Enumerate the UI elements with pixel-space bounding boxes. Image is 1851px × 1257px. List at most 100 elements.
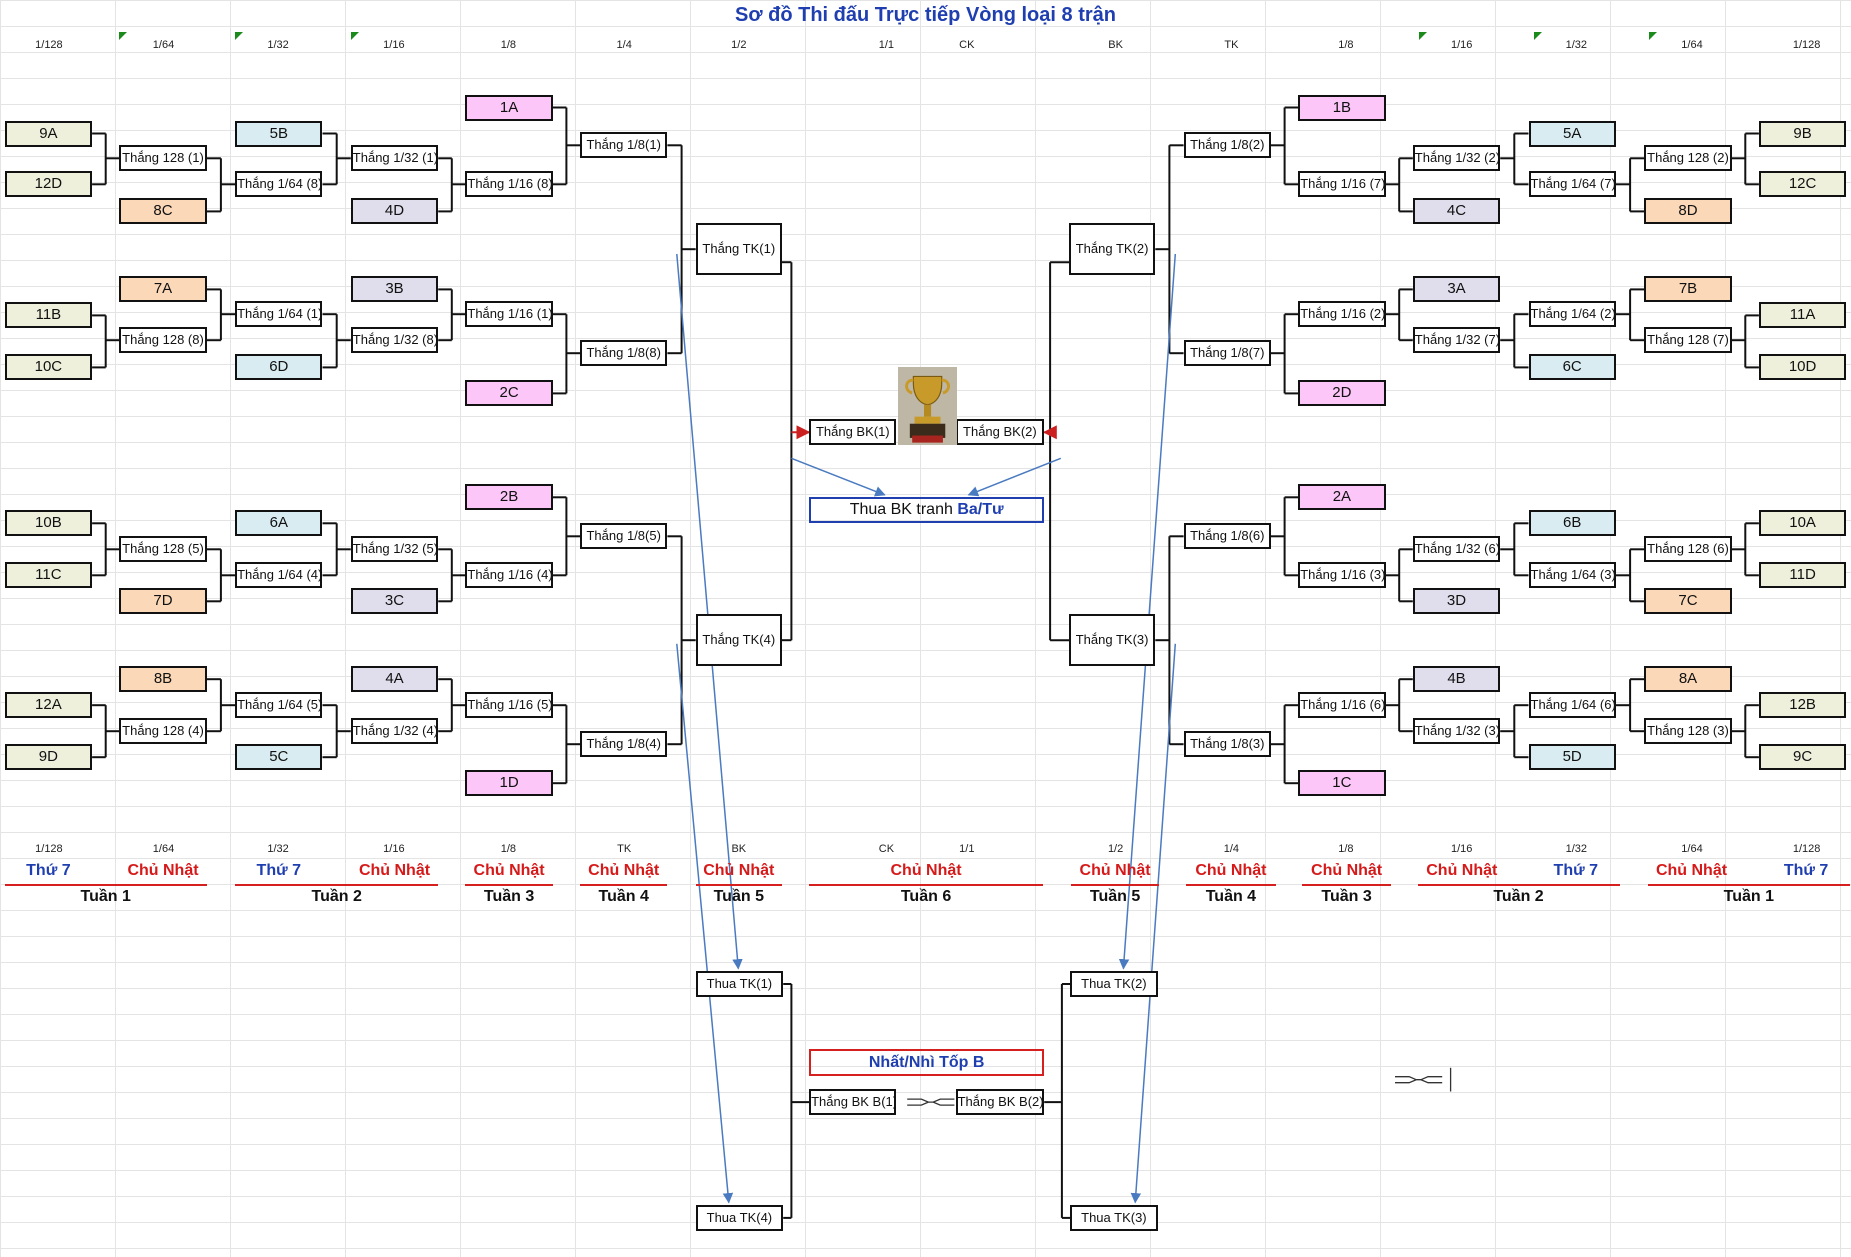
team-box-right[interactable]: 4B xyxy=(1412,666,1501,693)
winner-box-right[interactable]: Thắng 1/32 (6) xyxy=(1412,536,1501,563)
team-box-left[interactable]: 3C xyxy=(350,588,439,615)
winner-box-right[interactable]: Thắng 1/32 (2) xyxy=(1412,145,1501,172)
winner-box-left[interactable]: Thắng 1/8(4) xyxy=(580,731,668,758)
team-box-left[interactable]: 4A xyxy=(350,666,439,693)
team-box-right[interactable]: 12B xyxy=(1758,692,1847,719)
winner-box-right[interactable]: Thắng 1/16 (6) xyxy=(1298,692,1386,719)
winner-box-right[interactable]: Thắng 1/8(2) xyxy=(1183,132,1271,159)
winner-box-right[interactable]: Thắng 1/32 (7) xyxy=(1412,327,1501,354)
team-box-left[interactable]: 7A xyxy=(119,276,207,303)
team-box-right[interactable]: 5A xyxy=(1528,120,1616,147)
winner-box-left[interactable]: Thắng 1/64 (4) xyxy=(235,562,323,589)
team-box-left[interactable]: 9A xyxy=(4,120,93,147)
tk-winner-box-right[interactable]: Thắng TK(2) xyxy=(1069,223,1156,276)
winner-box-right[interactable]: Thắng 1/64 (3) xyxy=(1528,562,1616,589)
tk-loser-box[interactable]: Thua TK(1) xyxy=(695,971,784,997)
team-box-right[interactable]: 9B xyxy=(1758,120,1847,147)
team-box-right[interactable]: 8D xyxy=(1644,198,1732,225)
team-box-right[interactable]: 10A xyxy=(1758,510,1847,537)
winner-box-right[interactable]: Thắng 1/64 (2) xyxy=(1528,301,1616,328)
team-box-right[interactable]: 1C xyxy=(1298,770,1386,797)
team-box-right[interactable]: 3D xyxy=(1412,588,1501,615)
team-box-left[interactable]: 4D xyxy=(350,198,439,225)
winner-box-left[interactable]: Thắng 1/32 (4) xyxy=(350,718,439,745)
team-box-left[interactable]: 2B xyxy=(465,484,553,511)
team-box-left[interactable]: 8B xyxy=(119,666,207,693)
winner-box-right[interactable]: Thắng 1/16 (3) xyxy=(1298,562,1386,589)
team-box-left[interactable]: 9D xyxy=(4,744,93,771)
winner-box-left[interactable]: Thắng 128 (5) xyxy=(119,536,207,563)
winner-box-right[interactable]: Thắng 1/8(3) xyxy=(1183,731,1271,758)
team-box-right[interactable]: 7C xyxy=(1644,588,1732,615)
winner-box-left[interactable]: Thắng 1/64 (5) xyxy=(235,692,323,719)
winner-box-left[interactable]: Thắng 1/8(8) xyxy=(580,340,668,367)
team-box-left[interactable]: 5C xyxy=(235,744,323,771)
tk-loser-box[interactable]: Thua TK(3) xyxy=(1070,1204,1158,1231)
winner-box-right[interactable]: Thắng 128 (6) xyxy=(1644,536,1732,563)
winner-box-right[interactable]: Thắng 1/8(6) xyxy=(1183,523,1271,550)
winner-box-left[interactable]: Thắng 1/16 (1) xyxy=(465,301,553,328)
team-box-right[interactable]: 10D xyxy=(1758,354,1847,381)
team-box-right[interactable]: 5D xyxy=(1528,744,1616,771)
tk-loser-box[interactable]: Thua TK(4) xyxy=(695,1204,784,1231)
team-box-right[interactable]: 12C xyxy=(1758,171,1847,198)
team-box-left[interactable]: 6D xyxy=(235,354,323,381)
winner-box-right[interactable]: Thắng 1/8(7) xyxy=(1183,340,1271,367)
team-box-right[interactable]: 3A xyxy=(1412,276,1501,303)
final-left-box[interactable]: Thắng BK(1) xyxy=(809,419,897,446)
winner-box-right[interactable]: Thắng 128 (3) xyxy=(1644,718,1732,745)
tk-winner-box-left[interactable]: Thắng TK(4) xyxy=(695,614,782,667)
team-box-left[interactable]: 12A xyxy=(4,692,93,719)
team-box-left[interactable]: 3B xyxy=(350,276,439,303)
team-box-right[interactable]: 8A xyxy=(1644,666,1732,693)
team-box-right[interactable]: 11A xyxy=(1758,302,1847,329)
winner-box-left[interactable]: Thắng 1/8(5) xyxy=(580,523,668,550)
team-box-left[interactable]: 1A xyxy=(465,94,553,121)
winner-box-left[interactable]: Thắng 1/32 (5) xyxy=(350,536,439,563)
winner-box-right[interactable]: Thắng 1/16 (7) xyxy=(1298,171,1386,198)
team-box-left[interactable]: 6A xyxy=(235,510,323,537)
team-box-left[interactable]: 11B xyxy=(4,302,93,329)
tk-winner-box-left[interactable]: Thắng TK(1) xyxy=(695,223,782,276)
team-box-right[interactable]: 1B xyxy=(1298,94,1386,121)
tk-winner-box-right[interactable]: Thắng TK(3) xyxy=(1069,614,1156,667)
winner-box-right[interactable]: Thắng 1/64 (6) xyxy=(1528,692,1616,719)
team-box-right[interactable]: 2D xyxy=(1298,380,1386,407)
team-box-right[interactable]: 7B xyxy=(1644,276,1732,303)
team-box-left[interactable]: 12D xyxy=(4,171,93,198)
group-b-final-right[interactable]: Thắng BK B(2) xyxy=(955,1089,1045,1116)
team-box-left[interactable]: 11C xyxy=(4,562,93,589)
winner-box-left[interactable]: Thắng 1/8(1) xyxy=(580,132,668,159)
team-box-left[interactable]: 7D xyxy=(119,588,207,615)
team-box-right[interactable]: 6C xyxy=(1528,354,1616,381)
winner-box-left[interactable]: Thắng 128 (8) xyxy=(119,327,207,354)
team-box-left[interactable]: 2C xyxy=(465,380,553,407)
team-box-right[interactable]: 11D xyxy=(1758,562,1847,589)
winner-box-right[interactable]: Thắng 128 (7) xyxy=(1644,327,1732,354)
team-box-left[interactable]: 10C xyxy=(4,354,93,381)
winner-box-left[interactable]: Thắng 1/16 (5) xyxy=(465,692,553,719)
winner-box-left[interactable]: Thắng 1/16 (4) xyxy=(465,562,553,589)
winner-box-right[interactable]: Thắng 1/32 (3) xyxy=(1412,718,1501,745)
team-box-right[interactable]: 6B xyxy=(1528,510,1616,537)
team-box-left[interactable]: 10B xyxy=(4,510,93,537)
winner-box-right[interactable]: Thắng 128 (2) xyxy=(1644,145,1732,172)
team-box-left[interactable]: 1D xyxy=(465,770,553,797)
team-box-right[interactable]: 4C xyxy=(1412,198,1501,225)
final-right-box[interactable]: Thắng BK(2) xyxy=(955,419,1045,446)
winner-box-left[interactable]: Thắng 1/16 (8) xyxy=(465,171,553,198)
team-box-left[interactable]: 5B xyxy=(235,120,323,147)
winner-box-right[interactable]: Thắng 1/64 (7) xyxy=(1528,171,1616,198)
group-b-final-left[interactable]: Thắng BK B(1) xyxy=(809,1089,897,1116)
team-box-right[interactable]: 9C xyxy=(1758,744,1847,771)
winner-box-left[interactable]: Thắng 1/32 (8) xyxy=(350,327,439,354)
winner-box-left[interactable]: Thắng 1/64 (1) xyxy=(235,301,323,328)
team-box-right[interactable]: 2A xyxy=(1298,484,1386,511)
winner-box-left[interactable]: Thắng 128 (1) xyxy=(119,145,207,172)
team-box-left[interactable]: 8C xyxy=(119,198,207,225)
tk-loser-box[interactable]: Thua TK(2) xyxy=(1070,971,1158,997)
winner-box-left[interactable]: Thắng 1/32 (1) xyxy=(350,145,439,172)
winner-box-right[interactable]: Thắng 1/16 (2) xyxy=(1298,301,1386,328)
winner-box-left[interactable]: Thắng 1/64 (8) xyxy=(235,171,323,198)
winner-box-left[interactable]: Thắng 128 (4) xyxy=(119,718,207,745)
